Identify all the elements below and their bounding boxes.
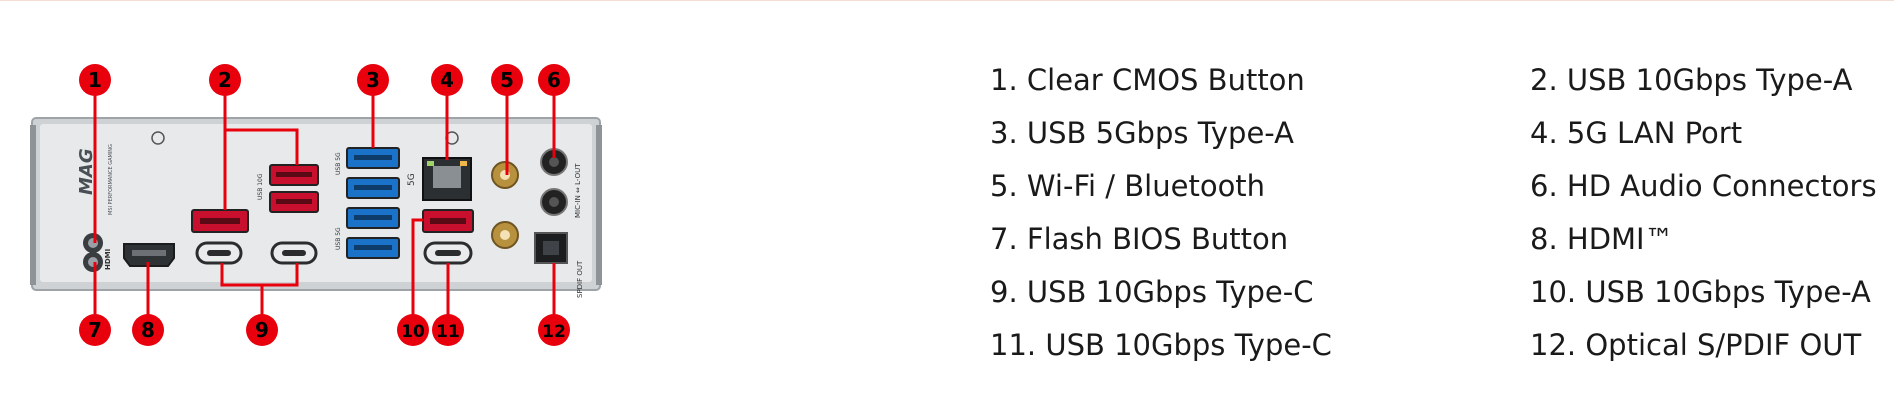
legend-item-1: 1. Clear CMOS Button <box>990 63 1305 97</box>
callout-number: 7 <box>88 318 102 342</box>
plate-edge-left <box>30 125 36 285</box>
callout-number: 5 <box>500 68 514 92</box>
audio-jack-hole <box>549 157 559 167</box>
io-panel-diagram: MAG MSI PERFORMANCE GAMING HDMI USB 10G … <box>30 64 602 346</box>
spdif-label: SPDIF OUT <box>576 260 584 298</box>
callout-number: 1 <box>88 68 102 92</box>
callout-4: 4 <box>431 64 463 96</box>
callout-number: 8 <box>141 318 155 342</box>
usb-port-tongue <box>200 218 240 224</box>
lan-led <box>427 161 434 166</box>
callout-2: 2 <box>209 64 241 96</box>
legend-item-11: 11. USB 10Gbps Type-C <box>990 328 1332 362</box>
callout-number: 11 <box>436 322 460 342</box>
usb-c-tongue <box>435 250 461 256</box>
usb-port-tongue <box>354 245 392 250</box>
callout-number: 12 <box>542 322 566 342</box>
callout-11: 11 <box>432 314 464 346</box>
wifi-antenna-pin <box>500 230 510 240</box>
audio-label: MIC-IN ⇔ L-OUT <box>574 163 582 218</box>
usb-c-tongue <box>207 250 231 256</box>
usb-10g-label: USB 10G <box>257 173 264 200</box>
callout-1: 1 <box>79 64 111 96</box>
callout-10: 10 <box>397 314 429 346</box>
usb-port-tongue <box>276 172 312 177</box>
callout-7: 7 <box>79 314 111 346</box>
callout-5: 5 <box>491 64 523 96</box>
brand-sub-text: MSI PERFORMANCE GAMING <box>108 144 114 215</box>
usb-port-tongue <box>354 185 392 190</box>
usb-port-tongue <box>276 199 312 204</box>
usb-port-tongue <box>430 218 466 224</box>
legend-item-9: 9. USB 10Gbps Type-C <box>990 275 1314 309</box>
callout-6: 6 <box>538 64 570 96</box>
callout-9: 9 <box>246 314 278 346</box>
lan-led <box>460 161 467 166</box>
usb-port-tongue <box>354 215 392 220</box>
callout-number: 4 <box>440 68 454 92</box>
hdmi-port-inner <box>132 250 166 256</box>
hdmi-label: HDMI <box>104 249 112 270</box>
legend-item-7: 7. Flash BIOS Button <box>990 222 1289 256</box>
legend-item-8: 8. HDMI™ <box>1530 222 1674 256</box>
legend-item-2: 2. USB 10Gbps Type-A <box>1530 63 1853 97</box>
callout-number: 10 <box>401 322 425 342</box>
leader-line-10 <box>411 218 423 326</box>
top-divider <box>0 0 1894 1</box>
legend-item-10: 10. USB 10Gbps Type-A <box>1530 275 1871 309</box>
callout-number: 3 <box>366 68 380 92</box>
brand-logo-text: MAG <box>76 148 97 195</box>
legend-item-4: 4. 5G LAN Port <box>1530 116 1743 150</box>
plate-edge-right <box>596 125 602 285</box>
lan-5g-label: 5G <box>407 173 417 186</box>
legend-item-12: 12. Optical S/PDIF OUT <box>1530 328 1862 362</box>
usb-5g-label: USB 5G <box>335 227 342 250</box>
callout-number: 6 <box>547 68 561 92</box>
callout-12: 12 <box>538 314 570 346</box>
callout-8: 8 <box>132 314 164 346</box>
optical-spdif-shutter <box>543 241 559 255</box>
legend-item-6: 6. HD Audio Connectors <box>1530 169 1877 203</box>
legend-item-5: 5. Wi-Fi / Bluetooth <box>990 169 1266 203</box>
usb-5g-label: USB 5G <box>335 152 342 175</box>
usb-c-tongue <box>282 250 306 256</box>
lan-port-jack <box>433 166 461 188</box>
callout-number: 9 <box>255 318 269 342</box>
legend-item-3: 3. USB 5Gbps Type-A <box>990 116 1294 150</box>
callout-number: 2 <box>218 68 232 92</box>
usb-port-tongue <box>354 155 392 160</box>
audio-jack-hole <box>549 197 559 207</box>
callout-3: 3 <box>357 64 389 96</box>
screw-icon <box>151 131 165 145</box>
